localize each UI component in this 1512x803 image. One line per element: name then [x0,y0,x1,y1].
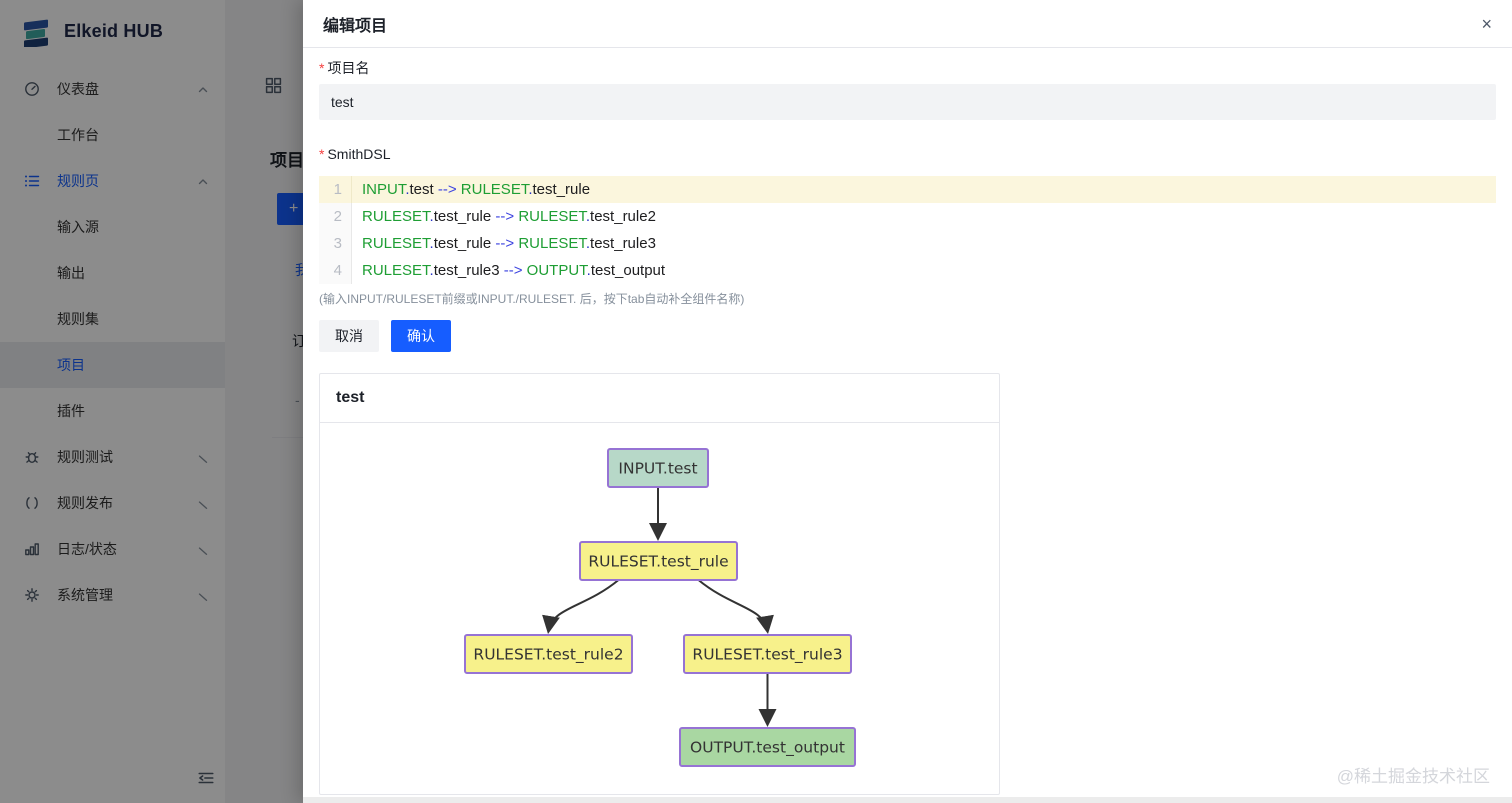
dashboard-icon [24,81,40,97]
sidebar-item-6[interactable]: 项目 [0,342,225,388]
sidebar-item-4[interactable]: 输出 [0,250,225,296]
drawer-header: 编辑项目 × [303,0,1512,48]
chevron-down-icon [197,497,209,509]
sidebar-item-label: 插件 [57,403,85,419]
background-page-title: 项目 [270,151,304,170]
confirm-button[interactable]: 确认 [391,320,451,352]
project-name-input[interactable]: test [319,84,1496,120]
elkeid-logo-icon [20,15,54,49]
list-icon [24,173,40,189]
divider [303,797,1512,803]
sidebar-menu: 仪表盘工作台规则页输入源输出规则集项目插件规则测试规则发布日志/状态系统管理 [0,62,225,618]
diagram-node-rule3: RULESET.test_rule3 [683,634,852,674]
close-icon[interactable]: × [1481,13,1492,34]
flow-edge [697,579,774,634]
project-name-label: *项目名 [319,60,370,76]
sidebar-item-9[interactable]: 规则发布 [0,480,225,526]
svg-text:RULESET.test_rule3: RULESET.test_rule3 [692,646,842,665]
svg-text:OUTPUT.test_output: OUTPUT.test_output [690,739,845,758]
brand: Elkeid HUB [0,0,225,62]
brackets-icon [24,495,40,511]
diagram-node-output: OUTPUT.test_output [679,727,856,767]
chevron-up-icon [197,175,209,187]
smithdsl-label: *SmithDSL [319,146,391,162]
sidebar-item-7[interactable]: 插件 [0,388,225,434]
flow-edge [542,579,620,634]
chevron-down-icon [197,543,209,555]
sidebar-item-label: 日志/状态 [57,541,117,557]
watermark: @稀土掘金技术社区 [1336,767,1490,786]
required-mark: * [319,146,325,162]
line-number: 2 [319,203,352,230]
sidebar-item-label: 规则集 [57,311,99,327]
chevron-up-icon [197,83,209,95]
svg-text:INPUT.test: INPUT.test [618,460,697,478]
bug-icon [24,449,40,465]
sidebar-item-label: 规则发布 [57,495,113,511]
sidebar-item-label: 工作台 [57,127,99,143]
sidebar-item-label: 系统管理 [57,587,113,603]
sidebar-item-label: 仪表盘 [57,81,99,97]
cancel-button[interactable]: 取消 [319,320,379,352]
sidebar-item-5[interactable]: 规则集 [0,296,225,342]
drawer-title: 编辑项目 [323,17,388,35]
sidebar-item-label: 规则测试 [57,449,113,465]
background-dash-fragment: - [295,392,300,408]
sidebar-item-label: 输入源 [57,219,99,235]
dsl-hint: (输入INPUT/RULESET前缀或INPUT./RULESET. 后，按下t… [319,292,745,306]
sidebar-item-10[interactable]: 日志/状态 [0,526,225,572]
sidebar-item-11[interactable]: 系统管理 [0,572,225,618]
line-number: 4 [319,257,352,284]
form-actions: 取消 确认 [319,320,1496,352]
line-number: 1 [319,176,352,203]
sidebar-item-label: 输出 [57,265,85,281]
chart-icon [24,541,40,557]
diagram-node-rule2: RULESET.test_rule2 [464,634,633,674]
line-number: 3 [319,230,352,257]
sidebar-item-2[interactable]: 规则页 [0,158,225,204]
chevron-down-icon [197,451,209,463]
svg-text:RULESET.test_rule2: RULESET.test_rule2 [473,646,623,665]
background-row-fragment: 订 [292,333,306,349]
brand-name: Elkeid HUB [64,20,164,41]
gear-icon [24,587,40,603]
preview-card-title: test [320,374,999,423]
sidebar-item-8[interactable]: 规则测试 [0,434,225,480]
sidebar-item-1[interactable]: 工作台 [0,112,225,158]
sidebar: Elkeid HUB 仪表盘工作台规则页输入源输出规则集项目插件规则测试规则发布… [0,0,225,803]
sidebar-item-3[interactable]: 输入源 [0,204,225,250]
grid-layout-icon[interactable] [265,77,282,94]
diagram-node-input: INPUT.test [607,448,709,488]
svg-text:RULESET.test_rule: RULESET.test_rule [588,553,728,572]
sidebar-collapse-icon[interactable] [197,769,215,787]
sidebar-item-label: 项目 [57,357,85,373]
diagram-node-rule1: RULESET.test_rule [579,541,738,581]
required-mark: * [319,60,325,76]
chevron-down-icon [197,589,209,601]
sidebar-item-label: 规则页 [57,173,99,189]
sidebar-item-0[interactable]: 仪表盘 [0,66,225,112]
